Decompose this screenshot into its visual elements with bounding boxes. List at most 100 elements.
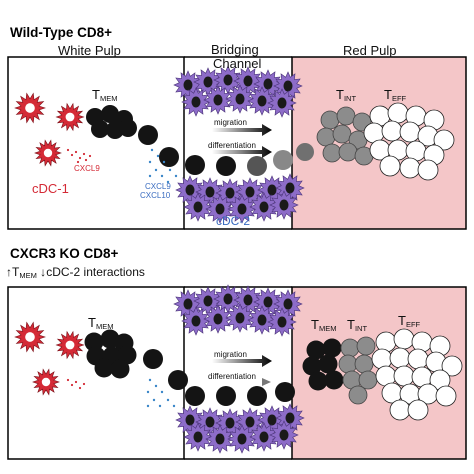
cdc2-nucleus <box>279 199 289 211</box>
cxcl9-dot <box>78 386 82 390</box>
teff-cell <box>407 348 429 370</box>
cdc2-nucleus <box>223 293 233 305</box>
teff-cell <box>375 331 397 353</box>
migrating-tcell <box>273 150 293 170</box>
cdc2-nucleus <box>203 295 213 307</box>
cdc1-nucleus <box>43 148 53 158</box>
panel-title-cxcr3ko: CXCR3 KO CD8+ <box>10 246 119 261</box>
cdc2-cluster-lower <box>175 173 305 224</box>
migrating-tcell <box>159 147 179 167</box>
cdc1-label: cDC-1 <box>32 181 69 196</box>
cdc2-nucleus <box>185 184 195 196</box>
cxcl-blue-dot <box>146 404 150 408</box>
cdc1-nucleus <box>25 332 35 342</box>
cxcl-blue-dot <box>158 404 162 408</box>
cxcl9-dot <box>74 150 78 154</box>
cdc2-nucleus <box>283 80 293 92</box>
cxcl-blue-dot <box>160 174 164 178</box>
migrating-tcell <box>143 349 163 369</box>
tmem-cell <box>119 119 137 137</box>
cdc2-nucleus <box>277 316 287 328</box>
cxcl9-dot <box>84 158 88 162</box>
tmem-cluster <box>86 105 137 139</box>
cxcl9-blue-label: CXCL9 <box>145 182 171 191</box>
tmem-redpulp-cell <box>324 370 344 390</box>
panel-cxcr3ko <box>7 284 467 460</box>
cdc2-nucleus <box>263 78 273 90</box>
tint-cell <box>358 370 378 390</box>
cdc2-nucleus <box>285 412 295 424</box>
cdc2-nucleus <box>237 433 247 445</box>
cxcl-blue-dot <box>156 154 160 158</box>
cdc2-cluster-upper <box>173 65 303 118</box>
tmem-redpulp-cell <box>318 354 338 374</box>
cdc1-nucleus <box>41 377 51 387</box>
differentiation-label: differentiation <box>208 141 256 150</box>
cdc2-nucleus <box>283 298 293 310</box>
tmem-cell <box>110 359 130 379</box>
cdc2-nucleus <box>243 75 253 87</box>
tmem-cell <box>84 332 104 352</box>
cdc2-nucleus <box>215 203 225 215</box>
cxcl-blue-dot <box>154 384 158 388</box>
migration-label: migration <box>214 350 247 359</box>
migrating-tcell <box>185 155 205 175</box>
cdc2-nucleus <box>257 95 267 107</box>
migrating-tcell <box>185 386 205 406</box>
cxcl-blue-dot <box>174 174 178 178</box>
cdc2-nucleus <box>185 414 195 426</box>
migration-arrow <box>212 124 272 136</box>
cdc1-nucleus <box>65 112 75 122</box>
white-pulp-label: White Pulp <box>58 43 121 58</box>
teff-cell <box>393 365 415 387</box>
cdc2-nucleus <box>245 186 255 198</box>
teff-cell <box>371 348 393 370</box>
teff-cell <box>417 159 439 181</box>
cdc2-nucleus <box>223 74 233 86</box>
teff-label: TEFF <box>384 87 407 103</box>
cdc2-cluster-upper <box>173 284 303 337</box>
cxcl-blue-dot <box>148 160 152 164</box>
cdc2-nucleus <box>213 94 223 106</box>
cdc2-nucleus <box>205 186 215 198</box>
cdc2-nucleus <box>237 203 247 215</box>
cdc2-nucleus <box>191 315 201 327</box>
bridging-label: Bridging <box>211 42 259 57</box>
tmem-redpulp-cell <box>302 356 322 376</box>
cdc2-nucleus <box>245 416 255 428</box>
subtitle-effects: ↑TMEM ↓cDC-2 interactions <box>6 265 145 280</box>
cxcl-blue-dot <box>172 404 176 408</box>
teff-cell <box>399 121 421 143</box>
migration-label: migration <box>214 118 247 127</box>
tmem-redpulp-cell <box>322 338 342 358</box>
white-pulp-region <box>7 56 185 230</box>
teff-label: TEFF <box>398 313 421 329</box>
tint-cell <box>320 110 340 130</box>
migration-arrow <box>212 355 272 367</box>
cdc2-nucleus <box>193 431 203 443</box>
cxcl9-dot <box>76 160 80 164</box>
cxcl9-dot <box>88 154 92 158</box>
tmem-cell <box>101 105 119 123</box>
cdc2-nucleus <box>285 182 295 194</box>
cxcl-blue-dot <box>166 398 170 402</box>
cdc2-nucleus <box>205 416 215 428</box>
cxcl-blue-dot <box>146 390 150 394</box>
teff-cell <box>399 157 421 179</box>
differentiation-label: differentiation <box>208 372 256 381</box>
tmem-redpulp-cell <box>306 340 326 360</box>
cxcl-blue-dot <box>168 168 172 172</box>
cxcl-blue-dot <box>150 148 154 152</box>
teff-cell <box>411 331 433 353</box>
cxcl9-dot <box>82 382 86 386</box>
migrating-tcell <box>138 125 158 145</box>
cdc2-nucleus <box>243 294 253 306</box>
tint-cell <box>338 354 358 374</box>
migrating-tcell <box>247 156 267 176</box>
tint-label: TINT <box>347 317 368 333</box>
migrating-tcells <box>143 349 295 406</box>
cdc2-nucleus <box>267 414 277 426</box>
cdc1-cells <box>14 321 85 396</box>
cdc2-nucleus <box>259 201 269 213</box>
tmem-cell <box>117 345 137 365</box>
